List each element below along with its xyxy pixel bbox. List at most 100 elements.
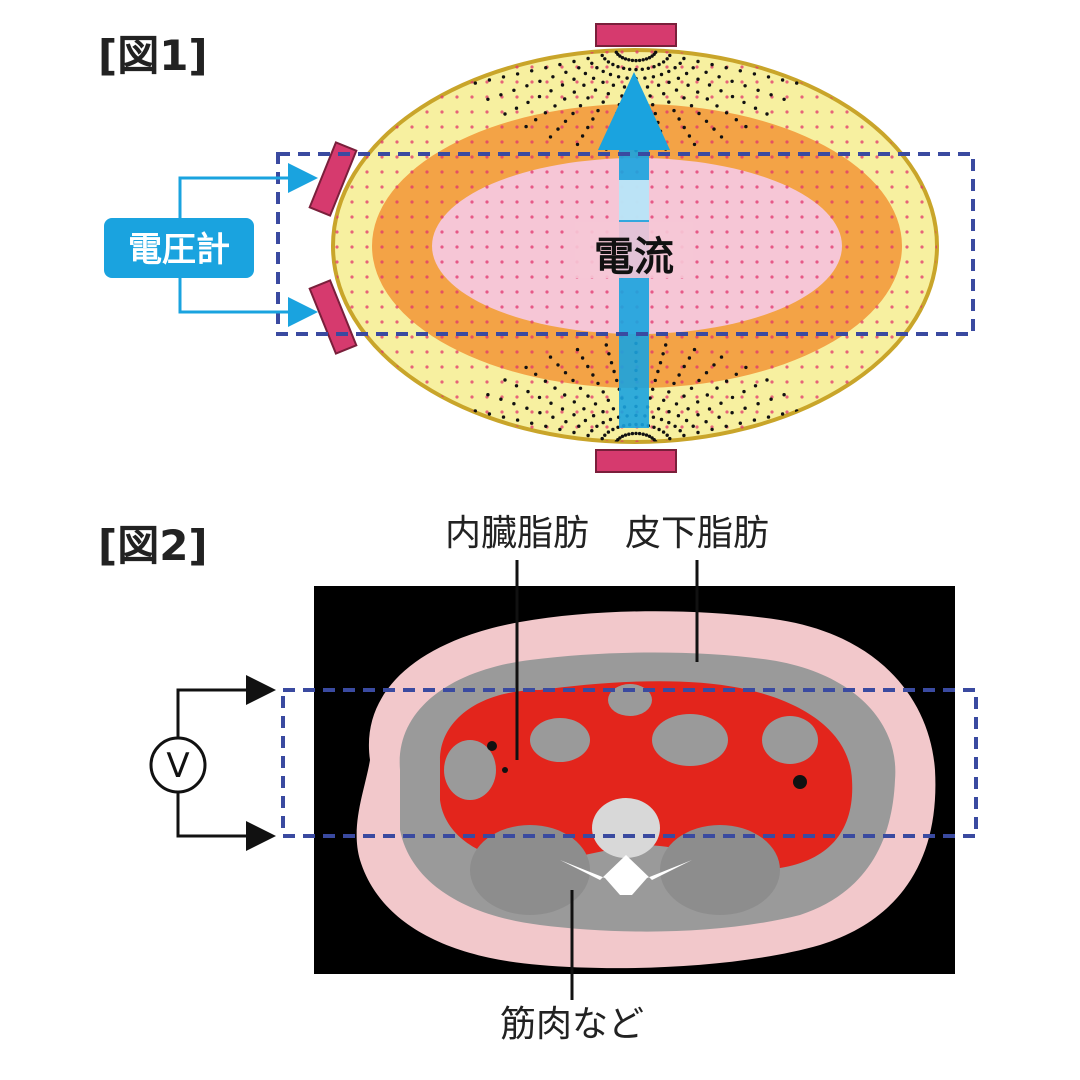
field-dot: [591, 414, 596, 418]
field-dot: [572, 77, 576, 81]
field-dot: [661, 60, 666, 64]
field-dot: [752, 418, 757, 422]
field-dot: [674, 88, 679, 92]
field-dot: [601, 420, 605, 425]
field-dot: [556, 363, 560, 367]
field-dot: [687, 356, 692, 360]
field-dot: [712, 127, 716, 131]
field-dot: [659, 417, 664, 422]
field-dot: [730, 395, 735, 400]
field-dot: [765, 378, 769, 382]
field-dot: [648, 396, 652, 400]
field-dot: [586, 433, 590, 438]
field-dot: [534, 118, 538, 122]
field-dot: [618, 54, 622, 58]
field-dot: [486, 393, 490, 397]
field-dot: [665, 57, 669, 61]
field-dot: [544, 66, 548, 70]
field-dot: [501, 75, 506, 79]
field-dot: [715, 386, 719, 390]
field-dot: [515, 72, 520, 76]
back-muscle-right: [660, 825, 780, 915]
field-dot: [620, 56, 625, 60]
field-dot: [738, 421, 742, 425]
field-dot: [606, 398, 610, 402]
field-dot: [578, 386, 583, 390]
field-dot: [677, 117, 681, 121]
voltmeter-badge: [104, 218, 254, 278]
field-dot: [623, 433, 628, 437]
vertebra-arch: [560, 855, 692, 895]
field-dot: [577, 66, 581, 70]
field-dot: [630, 58, 635, 63]
field-dot: [571, 378, 575, 383]
field-dot: [687, 134, 692, 138]
field-dot: [696, 77, 700, 81]
field-dot: [580, 356, 585, 360]
field-dot: [604, 343, 608, 347]
field-dot: [600, 436, 604, 441]
field-dot: [572, 400, 576, 404]
field-dot: [563, 393, 567, 397]
label-muscle: 筋肉など: [500, 1004, 644, 1045]
field-dot: [563, 119, 568, 124]
field-dot: [691, 424, 695, 428]
field-dot: [595, 66, 599, 70]
field-dot: [575, 347, 580, 352]
field-dot: [704, 119, 709, 124]
field-dot: [665, 433, 669, 437]
field-dot: [744, 365, 748, 370]
field-dot: [620, 434, 625, 438]
field-dot: [586, 394, 590, 398]
field-dot: [672, 381, 676, 386]
field-dot: [486, 97, 490, 102]
field-dot: [611, 62, 615, 67]
field-dot: [664, 343, 668, 347]
field-dot: [742, 389, 746, 394]
field-dot: [697, 111, 701, 116]
field-dot: [514, 106, 519, 110]
voltmeter-circle: [149, 736, 207, 794]
field-dot: [608, 72, 613, 77]
field-dot: [717, 75, 721, 79]
field-dot: [601, 80, 605, 85]
field-dot: [661, 430, 666, 434]
field-dot: [668, 436, 672, 441]
field-dot: [615, 378, 619, 383]
field-dot: [647, 56, 652, 60]
field-dot: [572, 90, 576, 94]
field-dot: [607, 352, 611, 356]
field-dot: [682, 394, 686, 398]
field-dot: [673, 66, 677, 70]
current-label: 電流: [594, 234, 674, 280]
field-dot: [715, 104, 719, 108]
field-dot: [548, 355, 553, 359]
voltmeter-symbol: V: [166, 746, 189, 786]
field-dot: [572, 430, 576, 435]
field-dot: [724, 379, 729, 383]
field-dot: [537, 395, 542, 400]
field-dot: [678, 429, 682, 433]
field-dot: [601, 390, 605, 394]
field-dot: [684, 418, 689, 423]
field-dot: [591, 117, 595, 121]
field-dot: [564, 420, 568, 424]
field-dot: [719, 89, 723, 93]
field-dot: [756, 402, 760, 406]
field-dot: [606, 430, 611, 434]
field-dot: [515, 418, 520, 422]
figure1-title: [図1]: [98, 31, 208, 80]
field-dot: [692, 347, 697, 352]
field-dot: [652, 425, 656, 429]
field-dot: [596, 108, 600, 113]
field-dot: [582, 407, 586, 411]
field-dot: [503, 378, 507, 382]
field-dot: [640, 67, 644, 72]
field-dot: [724, 424, 728, 428]
field-dot: [730, 79, 734, 84]
field-dot: [524, 124, 528, 129]
field-dot: [766, 75, 771, 79]
field-dot: [577, 424, 581, 428]
field-dot: [667, 69, 671, 74]
field-dot: [473, 409, 477, 413]
